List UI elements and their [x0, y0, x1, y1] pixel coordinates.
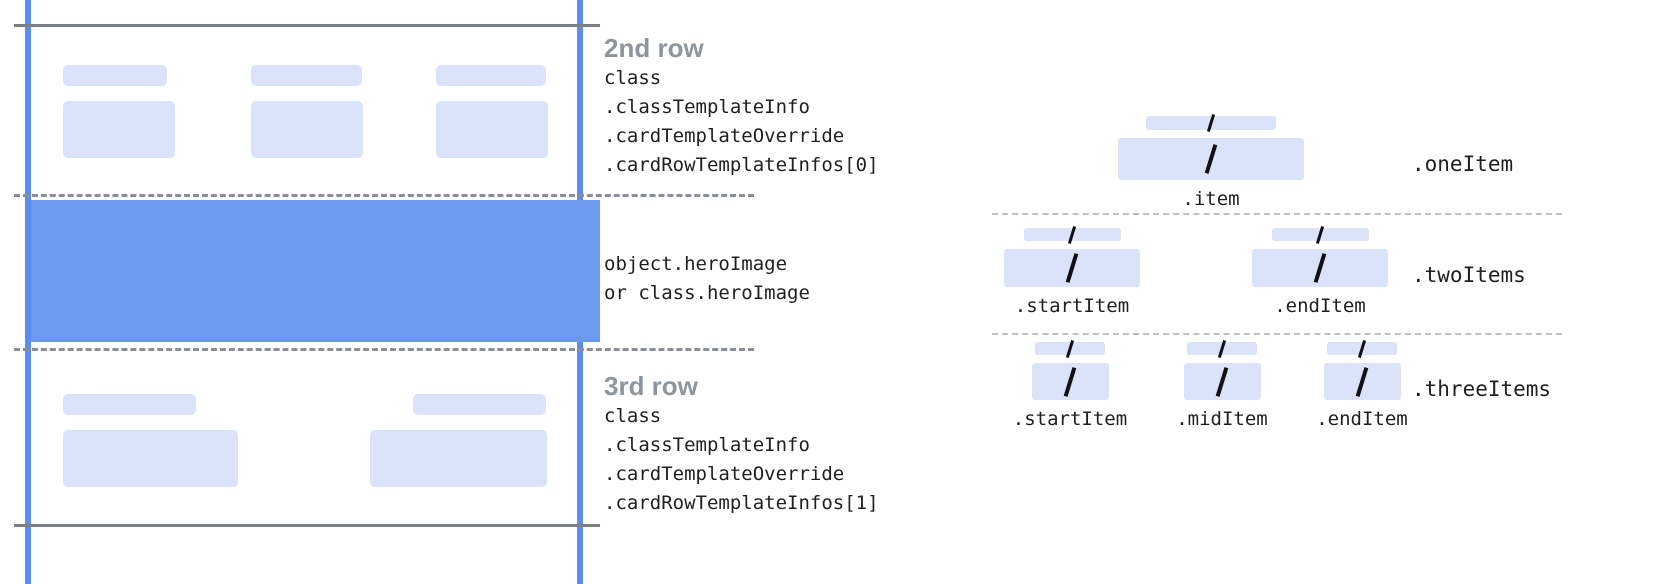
one-item-caption: .item [1182, 188, 1240, 210]
hero-image-annotation: object.heroImage or class.heroImage [604, 250, 810, 308]
third-row-code-line-1: class [604, 405, 662, 427]
hero-image-code-line-1: object.heroImage [604, 253, 788, 275]
row3-col1-content-placeholder [63, 430, 238, 487]
three-items-start-label-bar [1035, 339, 1105, 358]
row-separator-bottom [14, 348, 754, 351]
slash-icon [1217, 339, 1227, 358]
card-top-border [14, 24, 600, 27]
hero-image-code-line-2: or class.heroImage [604, 282, 810, 304]
slash-icon [1206, 113, 1216, 133]
row2-col1-content-placeholder [63, 101, 175, 158]
two-items-end-group: .endItem [1248, 225, 1392, 318]
second-row-annotation: 2nd row class .classTemplateInfo .cardTe… [604, 32, 879, 180]
row3-col2-content-placeholder [370, 430, 547, 487]
slash-icon [1063, 366, 1077, 397]
card-bottom-border [14, 524, 600, 527]
row-separator-top [14, 194, 754, 197]
two-items-end-caption: .endItem [1274, 295, 1366, 317]
row3-col2-label-placeholder [413, 394, 546, 415]
three-items-mid-content-bar [1183, 363, 1261, 400]
second-row-code-line-4: .cardRowTemplateInfos[0] [604, 154, 879, 176]
slash-icon [1065, 339, 1075, 358]
three-items-start-content-bar [1031, 363, 1109, 400]
slash-icon [1065, 253, 1079, 283]
three-items-mid-label-bar [1187, 339, 1257, 358]
two-items-start-caption: .startItem [1014, 295, 1130, 317]
row2-col2-label-placeholder [251, 65, 362, 86]
row-item-variants-diagram: .item .oneItem .startItem .endItem .twoI… [960, 0, 1676, 584]
variant-separator-2 [992, 333, 1562, 335]
three-items-mid-caption: .midItem [1176, 408, 1268, 430]
three-items-mid-group: .midItem [1160, 339, 1284, 431]
one-item-variant-label: .oneItem [1412, 152, 1514, 176]
third-row-code-line-4: .cardRowTemplateInfos[1] [604, 492, 879, 514]
one-item-group: .item [1116, 113, 1306, 211]
three-items-end-caption: .endItem [1316, 408, 1408, 430]
third-row-annotation: 3rd row class .classTemplateInfo .cardTe… [604, 370, 879, 518]
two-items-end-content-bar [1252, 249, 1388, 287]
slash-icon [1215, 366, 1229, 397]
slash-icon [1204, 144, 1218, 174]
slash-icon [1315, 225, 1325, 244]
row2-col1-label-placeholder [63, 65, 167, 86]
two-items-start-label-bar [1023, 225, 1121, 244]
third-row-code-line-2: .classTemplateInfo [604, 434, 810, 456]
card-template-diagram [0, 0, 754, 584]
two-items-start-content-bar [1004, 249, 1140, 287]
row2-col3-content-placeholder [436, 101, 548, 158]
one-item-label-bar [1146, 113, 1276, 133]
card-left-guide-rail [25, 0, 31, 584]
two-items-variant-label: .twoItems [1412, 263, 1526, 287]
three-items-variant-label: .threeItems [1412, 377, 1552, 401]
row3-col1-label-placeholder [63, 394, 196, 415]
hero-image-block [31, 200, 600, 342]
slash-icon [1067, 225, 1077, 244]
second-row-code-line-2: .classTemplateInfo [604, 96, 810, 118]
slash-icon [1357, 339, 1367, 358]
second-row-code-line-3: .cardTemplateOverride [604, 125, 845, 147]
slash-icon [1355, 366, 1369, 397]
two-items-end-label-bar [1271, 225, 1369, 244]
row2-col3-label-placeholder [436, 65, 546, 86]
three-items-start-caption: .startItem [1012, 408, 1128, 430]
variant-separator-1 [992, 213, 1562, 215]
three-items-end-content-bar [1323, 363, 1401, 400]
row2-col2-content-placeholder [251, 101, 363, 158]
two-items-start-group: .startItem [1000, 225, 1144, 318]
three-items-end-group: .endItem [1300, 339, 1424, 431]
second-row-heading: 2nd row [604, 33, 704, 63]
third-row-code-line-3: .cardTemplateOverride [604, 463, 845, 485]
three-items-start-group: .startItem [1008, 339, 1132, 431]
three-items-end-label-bar [1327, 339, 1397, 358]
slash-icon [1313, 253, 1327, 283]
second-row-code-line-1: class [604, 67, 662, 89]
third-row-heading: 3rd row [604, 371, 698, 401]
one-item-content-bar [1118, 138, 1304, 180]
